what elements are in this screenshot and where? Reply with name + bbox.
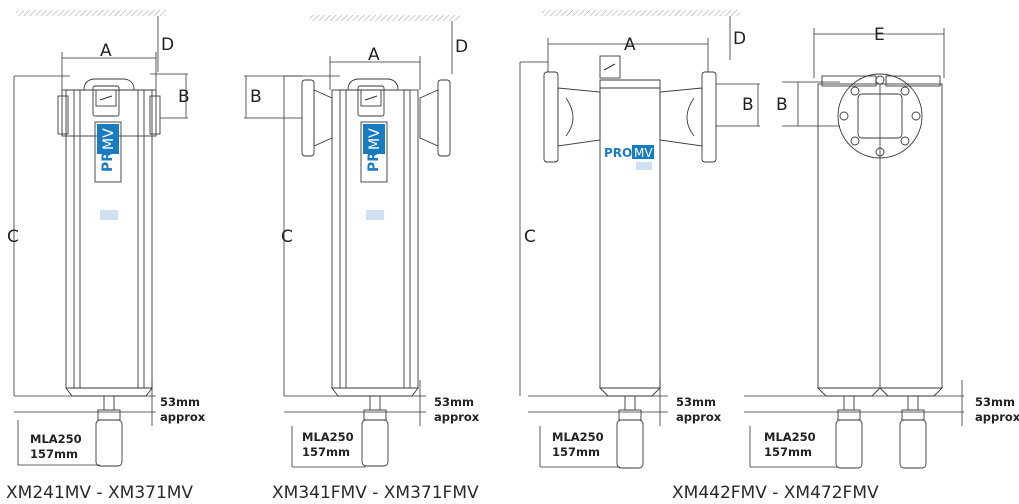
figure-xm241mv: PRO MV A D B C 53mm approx MLA25	[6, 10, 206, 503]
gap-line-2: approx	[434, 410, 480, 424]
dim-b: B	[250, 87, 262, 107]
inlet-flange	[543, 71, 559, 163]
drain-model: MLA250	[552, 430, 604, 444]
caption: XM241MV - XM371MV	[6, 483, 193, 503]
pressure-gauge	[92, 85, 120, 117]
dim-b: B	[742, 95, 754, 115]
maker-logo	[636, 162, 652, 170]
pressure-gauge	[357, 85, 385, 117]
outlet-flange	[437, 79, 451, 157]
side-gap-line-1: 53mm	[975, 395, 1015, 409]
drain-model: MLA250	[30, 432, 82, 446]
brand-mv: MV	[367, 128, 383, 150]
drain-length: 157mm	[552, 445, 600, 459]
dim-b-side: B	[776, 95, 788, 115]
outlet-flange	[701, 71, 717, 163]
dim-b: B	[178, 87, 190, 107]
drain-bottle	[899, 419, 927, 469]
filter-housing: PRO MV	[57, 78, 161, 467]
caption: XM442FMV - XM472FMV	[672, 483, 879, 503]
gap-line-1: 53mm	[676, 395, 716, 409]
ceiling-hatch	[16, 10, 166, 16]
brand-mv-block	[363, 124, 385, 154]
caption: XM341FMV - XM371FMV	[272, 483, 479, 503]
drain-bottle	[835, 419, 863, 469]
drain-length: 157mm	[302, 445, 350, 459]
inlet-flange	[301, 79, 315, 157]
filter-housing-side	[816, 73, 944, 469]
dim-a: A	[368, 45, 380, 65]
dim-c: C	[7, 227, 19, 247]
side-drain-model: MLA250	[764, 430, 816, 444]
drain-valve	[624, 395, 636, 411]
drain-valve	[843, 395, 855, 411]
dim-e: E	[874, 25, 885, 45]
filter-housing-front: PRO MV	[543, 55, 717, 469]
gap-line-1: 53mm	[160, 395, 200, 409]
maker-logo	[100, 210, 118, 220]
drain-bottle	[616, 419, 644, 469]
gap-line-2: approx	[160, 410, 206, 424]
brand-pro: PRO	[604, 146, 632, 160]
dim-c: C	[524, 227, 536, 247]
filter-housing: PRO MV	[301, 78, 451, 467]
pressure-gauge	[599, 55, 621, 79]
brand-mv-block	[632, 145, 654, 159]
gap-line-2: approx	[676, 410, 722, 424]
gap-line-1: 53mm	[434, 395, 474, 409]
side-drain-length: 157mm	[764, 445, 812, 459]
maker-logo	[366, 210, 384, 220]
ceiling-hatch	[310, 15, 460, 21]
figure-xm341fmv: PRO MV A D B C 53mm approx MLA250 157mm …	[244, 15, 480, 503]
figure-xm442fmv: PRO MV A D B C 53mm approx MLA250 157mm	[519, 10, 1019, 503]
brand-mv-block	[97, 124, 119, 154]
dim-d: D	[161, 35, 174, 55]
drain-bottle	[95, 419, 123, 467]
drain-valve	[103, 395, 115, 411]
dim-c: C	[281, 227, 293, 247]
dim-d: D	[733, 29, 746, 49]
drain-valve	[369, 395, 381, 411]
brand-mv: MV	[101, 128, 117, 150]
brand-mv: MV	[634, 146, 653, 160]
brand-pro: PRO	[366, 139, 382, 172]
dim-a: A	[100, 41, 112, 61]
dim-a: A	[624, 35, 636, 55]
drain-length: 157mm	[30, 447, 78, 461]
ceiling-hatch	[542, 10, 740, 16]
side-gap-line-2: approx	[975, 410, 1019, 424]
drain-bottle	[361, 419, 389, 467]
drain-model: MLA250	[302, 430, 354, 444]
brand-pro: PRO	[100, 139, 116, 172]
dim-d: D	[455, 37, 468, 57]
drain-valve	[907, 395, 919, 411]
flange-face	[837, 73, 923, 159]
